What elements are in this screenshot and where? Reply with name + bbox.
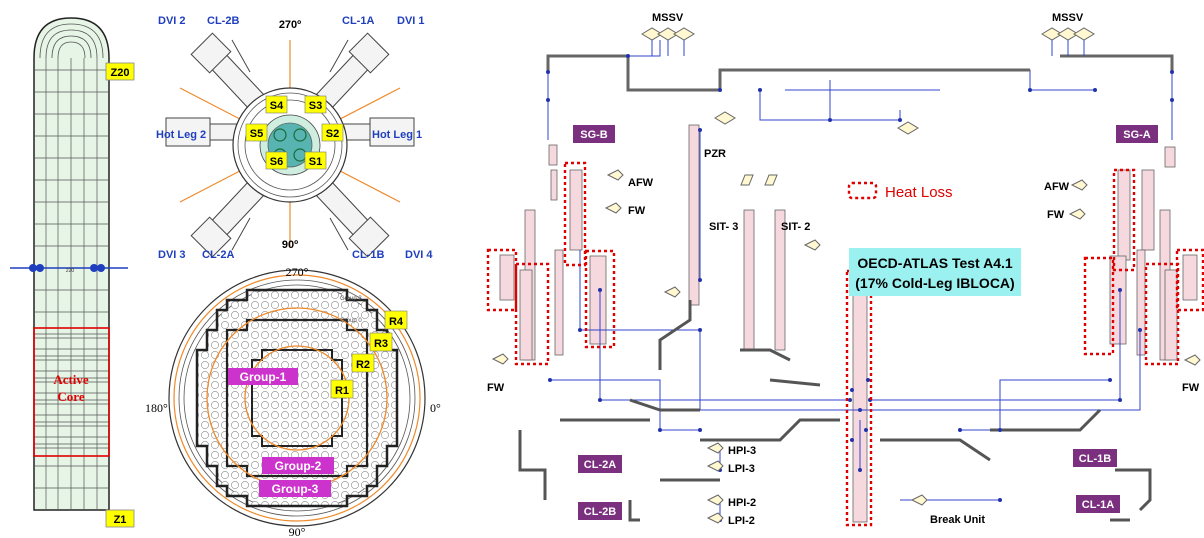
mssv-right-label: MSSV (1052, 12, 1084, 24)
heat-loss-legend-icon (849, 183, 876, 198)
label-hot-leg2: Hot Leg 2 (156, 129, 206, 141)
mssv-left-valves (642, 28, 694, 40)
cl2b-label: CL-2B (584, 506, 616, 518)
active-core-label-1: Active (53, 372, 89, 387)
pzr-label: PZR (704, 148, 726, 160)
angle-0-core: 0° (430, 401, 441, 415)
sg-b-label: SG-B (580, 129, 608, 141)
angle-90-top-view: 90º (282, 239, 298, 251)
cl1b-label: CL-1B (1079, 453, 1111, 465)
angle-90-core: 90° (289, 525, 306, 538)
cl1a-label: CL-1A (1082, 499, 1114, 511)
z20-label: Z20 (111, 67, 130, 79)
mssv-right-valves (1042, 28, 1094, 40)
nodal-diagram: MSSV MSSV SG-B SG-A (487, 12, 1203, 527)
group3-label: Group-3 (272, 482, 319, 496)
fw-left-bottom-label: FW (487, 382, 505, 394)
ring-r4: R4 (389, 316, 404, 328)
angle-270-top-view: 270º (279, 19, 301, 31)
break-unit-label: Break Unit (930, 514, 985, 526)
cl2a-label: CL-2A (584, 459, 616, 471)
test-title-line1: OECD-ATLAS Test A4.1 (857, 255, 1013, 271)
core-map: Group 3 Group 0 Group-1 Group-2 Group-3 … (145, 265, 441, 538)
angle-270-core: 270° (286, 265, 309, 279)
heat-loss-legend-label: Heat Loss (885, 184, 953, 201)
active-core-label-2: Core (57, 389, 84, 404)
fw-right-bottom-label: FW (1182, 382, 1200, 394)
sector-s2: S2 (326, 128, 339, 140)
label-dvi3: DVI 3 (158, 249, 186, 261)
label-cl1a: CL-1A (342, 15, 374, 27)
sector-s6: S6 (270, 156, 283, 168)
fw-right-top-label: FW (1047, 209, 1065, 221)
sector-s3: S3 (309, 100, 322, 112)
vessel-center-mark: 220 (66, 268, 75, 274)
sector-s4: S4 (270, 100, 284, 112)
sit2-label: SIT- 2 (781, 221, 810, 233)
ring-r2: R2 (356, 359, 370, 371)
lpi3-label: LPI-3 (728, 463, 755, 475)
label-dvi1: DVI 1 (397, 15, 425, 27)
test-title-line2: (17% Cold-Leg IBLOCA) (855, 275, 1014, 291)
afw-right-label: AFW (1044, 181, 1070, 193)
angle-180-core: 180° (145, 401, 168, 415)
fw-left-top-label: FW (628, 205, 646, 217)
hpi3-label: HPI-3 (728, 445, 756, 457)
lpi2-label: LPI-2 (728, 515, 755, 527)
sg-a-label: SG-A (1123, 129, 1151, 141)
label-dvi2: DVI 2 (158, 15, 186, 27)
group3-small-label: Group 3 (340, 296, 362, 302)
group0-small-label: Group 0 (340, 318, 362, 324)
label-dvi4: DVI 4 (405, 249, 433, 261)
mssv-left-label: MSSV (652, 12, 684, 24)
label-cl2a: CL-2A (202, 249, 234, 261)
group2-label: Group-2 (275, 459, 322, 473)
afw-left-label: AFW (628, 177, 654, 189)
label-cl1b: CL-1B (352, 249, 384, 261)
plant-top-view: S4 S3 S5 S2 S6 S1 DVI 2 CL-2B CL-1A DVI … (156, 15, 433, 261)
sector-s5: S5 (250, 128, 263, 140)
hpi2-label: HPI-2 (728, 497, 756, 509)
sit3-label: SIT- 3 (709, 221, 738, 233)
ring-r3: R3 (374, 338, 388, 350)
vessel-nodalization: 220 Active Core Z20 Z1 (10, 18, 134, 527)
group1-label: Group-1 (240, 370, 287, 384)
ring-r1: R1 (335, 385, 349, 397)
label-hot-leg1: Hot Leg 1 (372, 129, 422, 141)
label-cl2b: CL-2B (207, 15, 239, 27)
sector-s1: S1 (309, 156, 322, 168)
z1-label: Z1 (114, 514, 127, 526)
